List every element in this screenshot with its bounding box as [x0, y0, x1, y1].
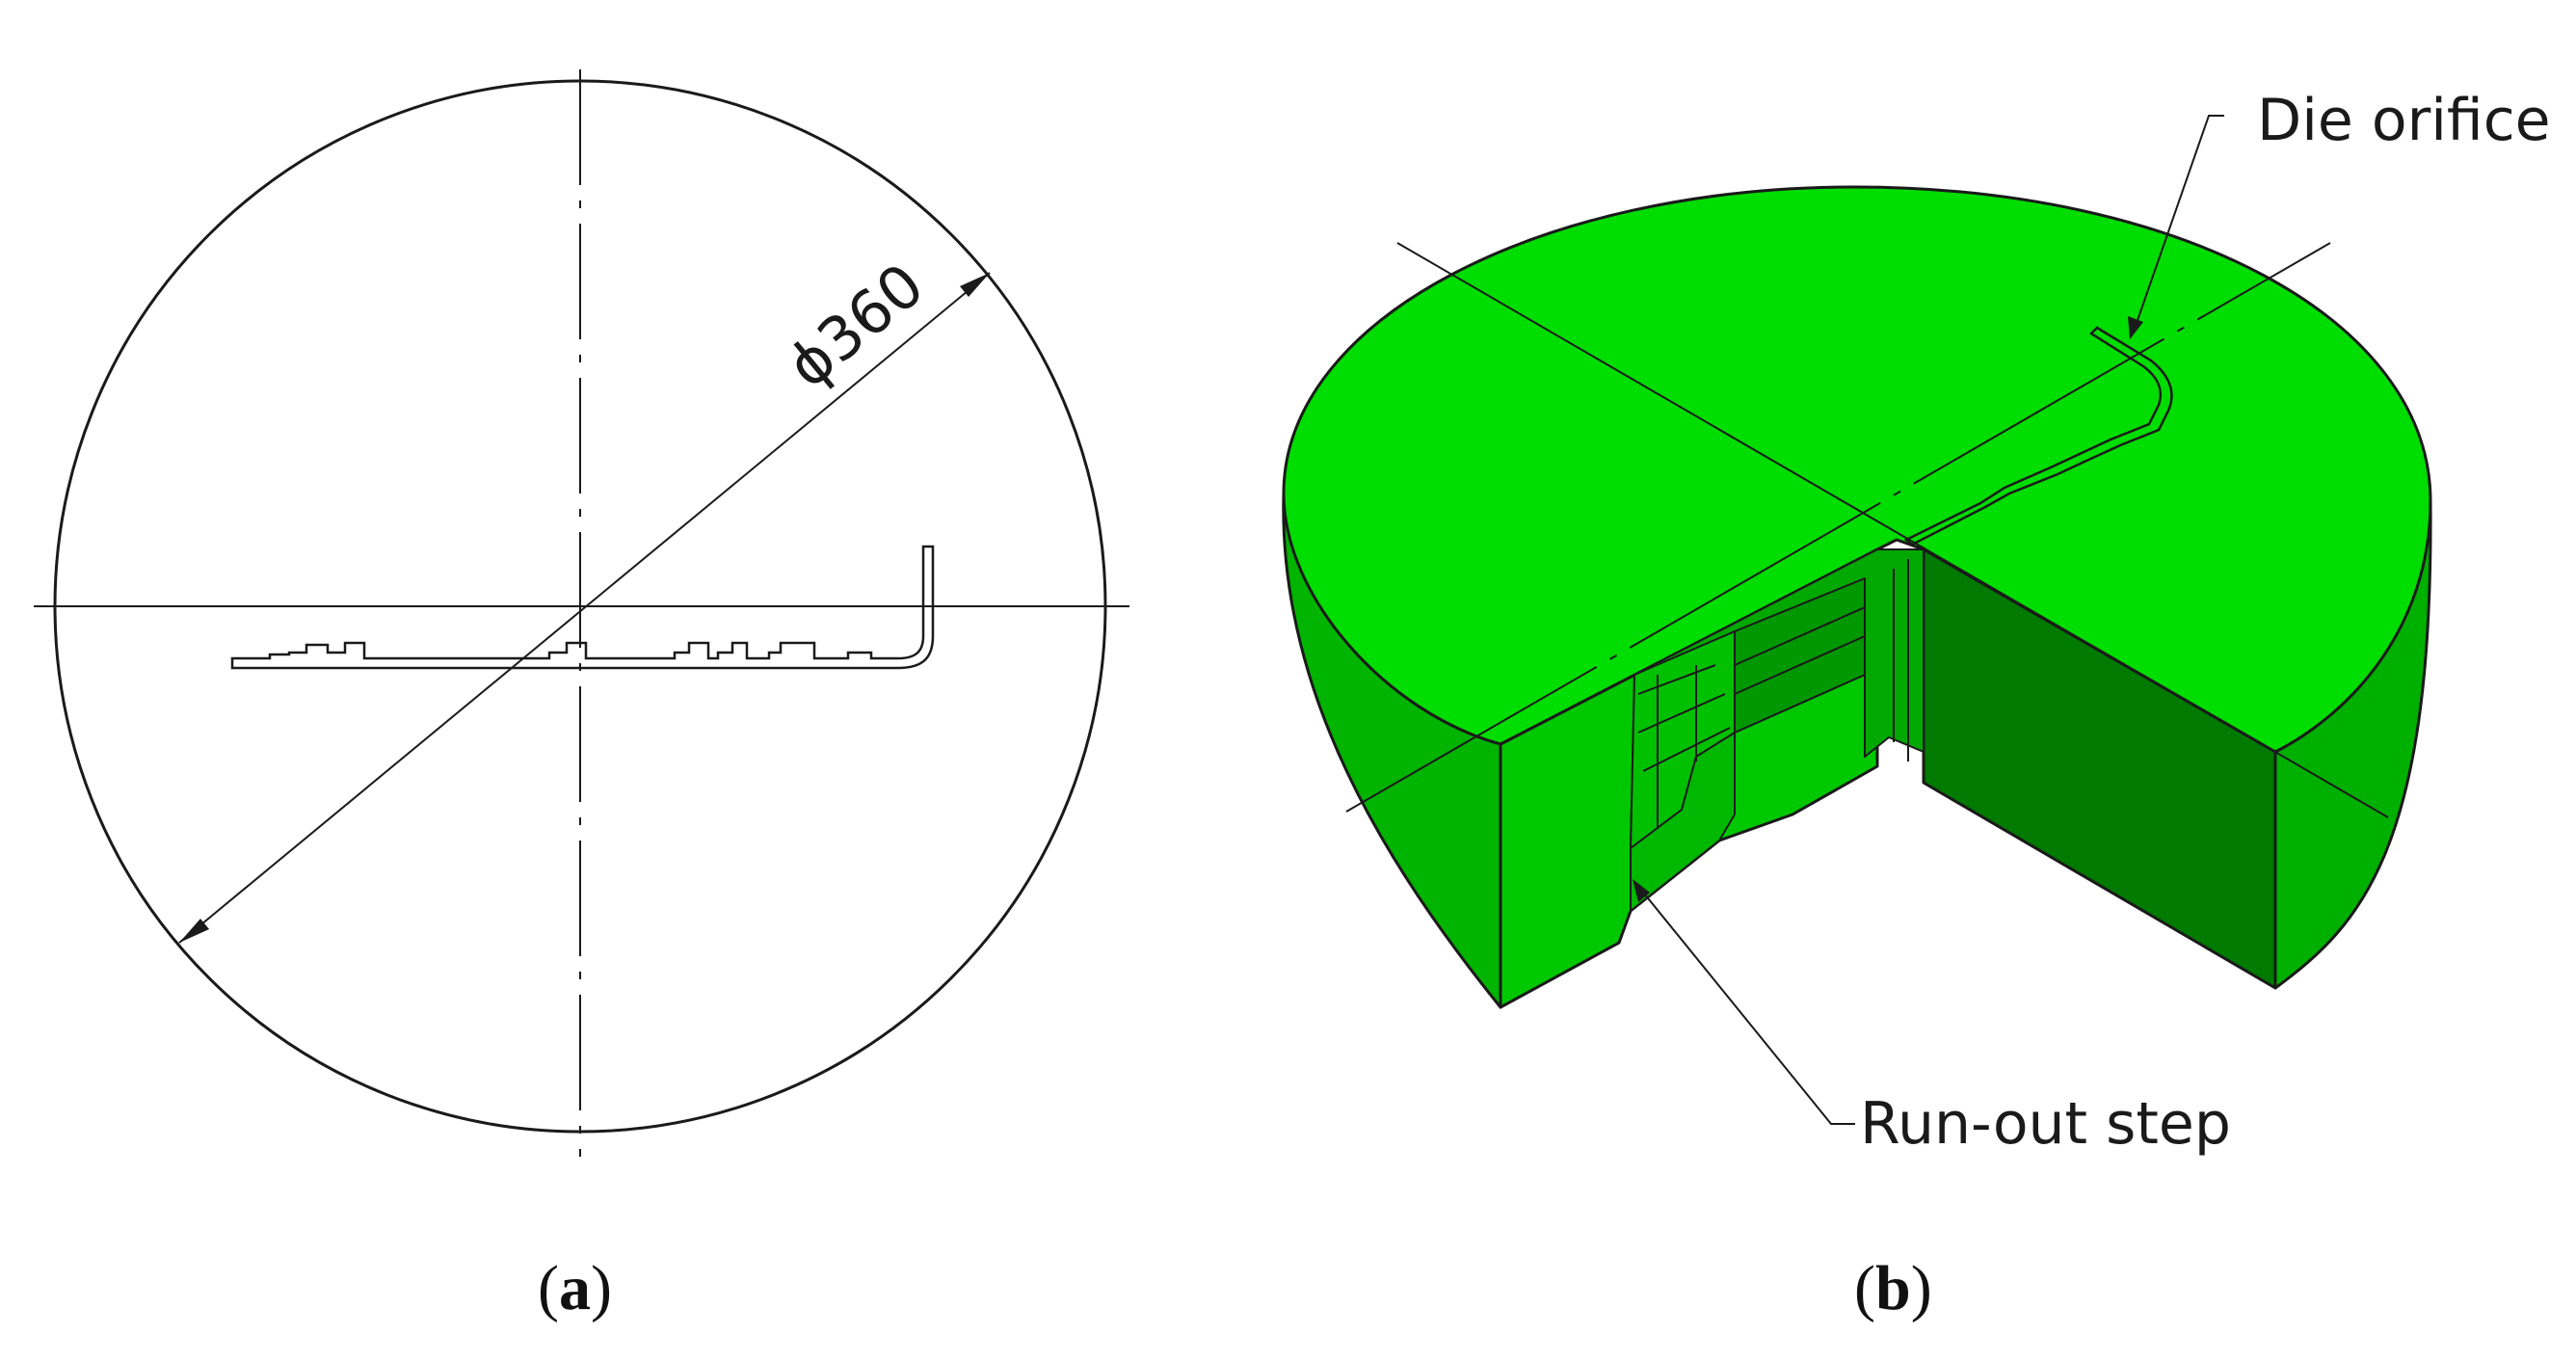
diameter-arrow-lower — [179, 919, 209, 943]
cavity-step-2 — [1734, 577, 1866, 734]
diameter-dimension-line — [178, 272, 991, 944]
run-out-step-leader — [1639, 888, 1855, 1125]
die-orifice-profile — [1903, 326, 2173, 547]
panel-b-step-edges — [1637, 559, 1909, 829]
caption-a: (a) — [538, 1253, 612, 1323]
run-out-step-label: Run-out step — [1860, 1090, 2231, 1158]
step-edge-3 — [1657, 665, 1697, 829]
run-out-step-arrow — [1633, 879, 1650, 902]
svg-text:(b): (b) — [1854, 1253, 1932, 1323]
caption-a-close: ) — [591, 1253, 612, 1323]
cavity-step-3 — [1630, 732, 1736, 912]
caption-b-letter: b — [1875, 1253, 1911, 1323]
diameter-label: ϕ360 — [774, 250, 937, 402]
run-out-step-callout — [1633, 879, 1855, 1125]
panel-b-die-model — [1282, 185, 2432, 1009]
caption-b-close: ) — [1911, 1253, 1932, 1323]
die-orifice-label: Die orifice — [2257, 87, 2551, 154]
axis-line-1 — [1396, 242, 2389, 818]
caption-a-letter: a — [559, 1253, 591, 1323]
caption-b: (b) — [1854, 1253, 1932, 1323]
top-face — [1282, 185, 2432, 754]
die-orifice-callout — [2128, 115, 2224, 339]
caption-a-open: ( — [538, 1253, 559, 1323]
diameter-arrow-upper — [960, 273, 990, 297]
step-edge-4 — [1893, 559, 1909, 761]
panel-a-drawing — [34, 69, 1129, 1157]
axis-line-2 — [1345, 242, 2331, 813]
die-orifice-leader — [2135, 115, 2224, 327]
step-edge-2 — [1734, 606, 1866, 695]
die-orifice-slot — [1903, 326, 2173, 547]
die-orifice-arrow — [2128, 316, 2143, 339]
caption-b-open: ( — [1854, 1253, 1875, 1323]
profile-outline — [230, 545, 935, 670]
panel-b-axis-lines — [1345, 242, 2389, 818]
svg-text:(a): (a) — [538, 1253, 612, 1323]
